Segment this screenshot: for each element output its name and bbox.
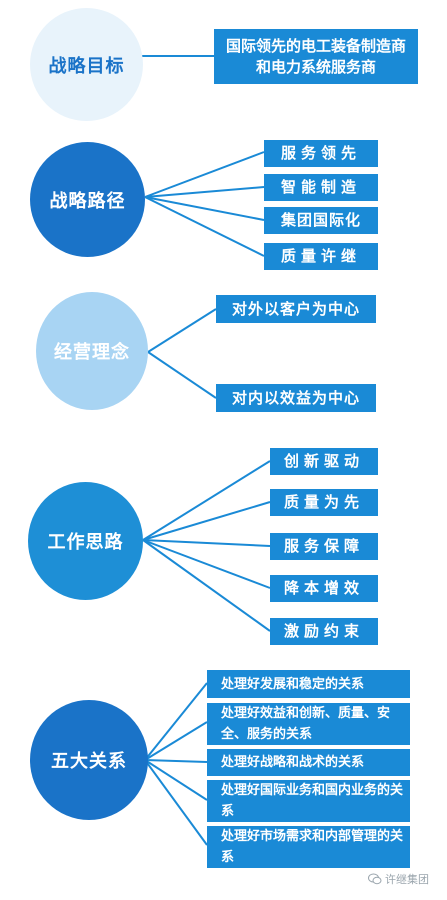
path-item-box: 服务领先 [264,140,378,167]
circle-title: 工作思路 [47,532,124,553]
path-item-box: 集团国际化 [264,207,378,234]
relation-item-box: 处理好战略和战术的关系 [207,749,410,776]
box-text: 集团国际化 [280,211,361,229]
box-text: 对内以效益为中心 [231,388,360,407]
approach-item-box: 服务保障 [270,533,378,560]
strategy-path-circle: 战略路径 [30,142,145,257]
work-approach-circle: 工作思路 [28,482,143,600]
box-text: 对外以客户为中心 [231,299,360,318]
connector-line [142,539,271,632]
connector-line [142,539,271,589]
box-text: 降本增效 [283,579,364,597]
philosophy-item-box: 对外以客户为中心 [216,295,376,323]
box-text: 服务保障 [283,537,364,555]
philosophy-item-box: 对内以效益为中心 [216,384,376,412]
five-relations-circle: 五大关系 [30,700,148,820]
business-philosophy-circle: 经营理念 [36,292,148,410]
relation-item-box: 处理好市场需求和内部管理的关系 [207,826,410,868]
box-text: 激励约束 [283,622,364,640]
path-item-box: 智能制造 [264,174,378,201]
relation-item-box: 处理好效益和创新、质量、安全、服务的关系 [207,703,410,745]
circle-title: 五大关系 [51,751,127,772]
connector-line [144,682,208,761]
connector-line [147,351,217,399]
approach-item-box: 激励约束 [270,618,378,645]
connector-line [144,759,208,801]
approach-item-box: 创新驱动 [270,448,378,475]
connector-line [144,186,265,198]
box-text: 处理好国际业务和国内业务的关系 [221,783,404,819]
connector-line [144,721,208,761]
connector-line [144,196,265,257]
box-text: 智能制造 [280,178,361,196]
box-text: 质量许继 [280,247,361,265]
box-text: 处理好效益和创新、质量、安全、服务的关系 [221,706,391,742]
connector-line [142,539,271,547]
connector-line [144,759,208,846]
approach-item-box: 质量为先 [270,489,378,516]
connector-line [142,501,271,541]
relation-item-box: 处理好发展和稳定的关系 [207,670,410,698]
box-text: 质量为先 [283,493,364,511]
watermark: 许继集团 [368,871,429,887]
connector-line [142,460,271,541]
box-text: 处理好战略和战术的关系 [221,755,365,770]
relation-item-box: 处理好国际业务和国内业务的关系 [207,780,410,822]
connector-line [144,151,265,198]
box-text: 处理好发展和稳定的关系 [221,676,365,692]
connector-line [147,308,217,353]
box-text: 服务领先 [280,144,361,162]
box-text: 国际领先的电工装备制造商和电力系统服务商 [225,36,406,76]
wechat-icon [368,873,382,885]
box-text: 处理好市场需求和内部管理的关系 [221,829,404,865]
circle-title: 战略路径 [49,190,126,212]
connector-line [144,196,265,221]
circle-title: 战略目标 [48,55,125,77]
strategy-goal-box: 国际领先的电工装备制造商和电力系统服务商 [214,29,418,84]
connector-line [144,759,208,763]
circle-title: 经营理念 [54,342,130,363]
box-text: 创新驱动 [283,452,364,470]
watermark-text: 许继集团 [385,873,429,886]
path-item-box: 质量许继 [264,243,378,270]
approach-item-box: 降本增效 [270,575,378,602]
strategy-goal-circle: 战略目标 [30,8,143,121]
